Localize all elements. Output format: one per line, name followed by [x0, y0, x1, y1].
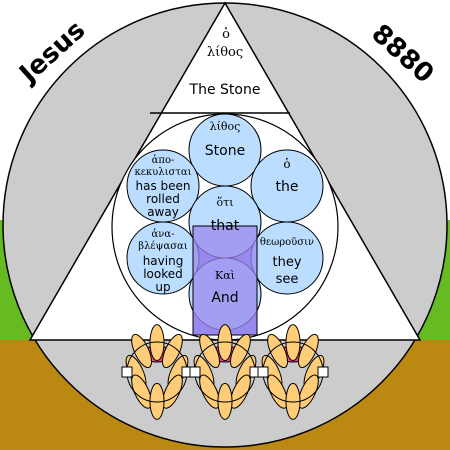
flower-petal [229, 333, 251, 369]
looked-english-2: looked [143, 267, 183, 281]
and-greek: Καὶ [215, 269, 235, 282]
looked-greek-2: βλέψασαι [138, 241, 187, 252]
flower-decoration [121, 324, 329, 420]
that-greek: ὅτι [216, 196, 233, 209]
flower-petal [161, 333, 183, 369]
apex-greek-article: ὁ [222, 27, 230, 42]
apex-english: The Stone [189, 82, 261, 98]
flower-petal [131, 333, 153, 369]
flower-petal [267, 333, 289, 369]
looked-english-3: up [155, 280, 170, 294]
flower-petal [199, 333, 221, 369]
flower-square [317, 366, 329, 378]
looked-english-1: having [143, 254, 184, 268]
rolled-english-1: has been [135, 179, 190, 193]
highlight-overlay [192, 225, 258, 336]
flower-square [121, 366, 133, 378]
looked-greek-1: ἀνα- [152, 229, 175, 240]
and-english: And [211, 290, 238, 306]
rolled-english-2: rolled [146, 192, 180, 206]
stone-greek: λίθος [210, 120, 241, 133]
they-see-greek: θεωροῦσιν [260, 237, 314, 248]
rolled-greek-2: κεκυλισται [134, 167, 191, 178]
apex-greek-word: λίθος [207, 45, 243, 60]
they-see-english-2: see [276, 272, 299, 287]
stone-english: Stone [205, 143, 245, 159]
the-english: the [276, 179, 299, 195]
rolled-greek-1: ἀπο- [152, 155, 175, 166]
flower-square [257, 366, 269, 378]
rolled-english-3: away [147, 205, 179, 219]
flower-petal [297, 333, 319, 369]
that-english: that [211, 218, 240, 234]
flower-square [189, 366, 201, 378]
they-see-english-1: they [272, 255, 301, 270]
the-greek: ὁ [283, 157, 290, 171]
